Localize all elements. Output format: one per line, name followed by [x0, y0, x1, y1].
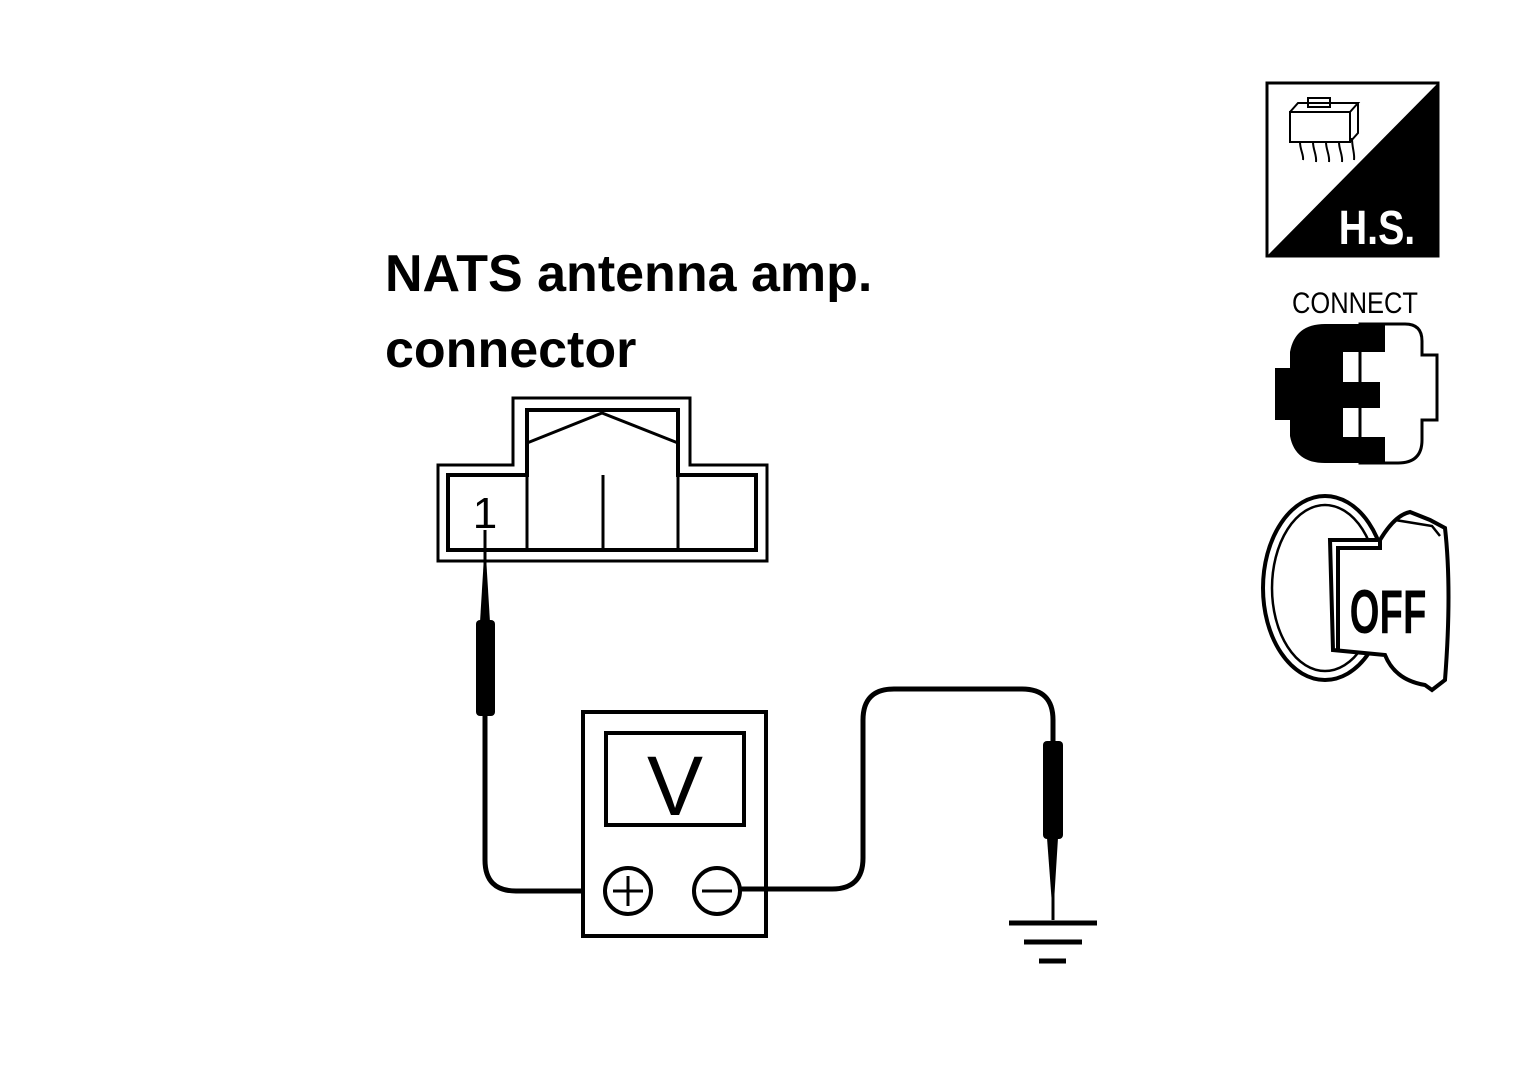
connect-label: CONNECT [1292, 286, 1418, 319]
ground-symbol-icon [1009, 920, 1097, 964]
ignition-key-off-icon [1261, 494, 1451, 693]
connector-title-line1: NATS antenna amp. [385, 245, 873, 303]
negative-test-probe [1043, 741, 1063, 920]
ignition-off-label: OFF [1350, 577, 1427, 647]
connector-connect-icon [1275, 322, 1439, 465]
negative-lead-wire [740, 686, 1056, 892]
connector-icon [436, 396, 769, 563]
meter-display-value: V [647, 739, 703, 833]
voltmeter [581, 710, 768, 938]
terminal-1-label: 1 [473, 489, 497, 538]
harness-side-label: H.S. [1339, 201, 1416, 255]
connector-title-line2: connector [385, 321, 637, 379]
harness-side-connector-icon [1265, 81, 1440, 258]
positive-test-probe [476, 530, 495, 716]
positive-lead-wire [482, 716, 606, 894]
